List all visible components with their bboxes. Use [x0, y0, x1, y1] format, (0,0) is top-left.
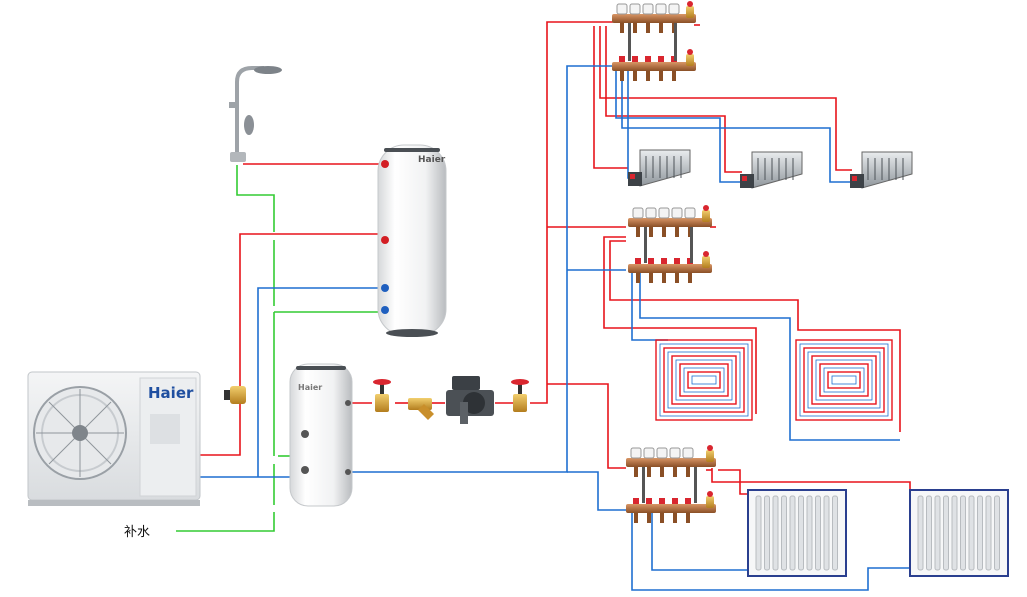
buffer-tank-brand: Haier [298, 383, 322, 392]
manifold-icon [626, 445, 716, 523]
water-heater-brand: Haier [418, 155, 446, 165]
y-strainer-icon [408, 398, 434, 420]
shower-icon [229, 66, 282, 162]
radiator-icon [909, 489, 1009, 577]
supply-pipes [200, 21, 911, 495]
manifold-icon [612, 1, 696, 81]
manifold-icon [628, 205, 712, 283]
outdoor-heat-pump-icon: Haier [27, 371, 201, 506]
cold-water-pipes [176, 165, 385, 532]
water-heater-icon: Haier [377, 144, 447, 337]
makeup-water-label: 补水 [124, 525, 150, 540]
piping-network [176, 21, 912, 591]
floor-heating-coil-icon [655, 339, 753, 421]
fan-coil-icon [628, 149, 691, 187]
radiator-icon [747, 489, 847, 577]
gate-valve-icon [511, 379, 529, 412]
fan-coil-icon [740, 151, 803, 189]
gate-valve-icon [373, 379, 391, 412]
circulation-pump-icon [446, 376, 494, 424]
return-pipes [200, 65, 912, 591]
fan-coil-icon [850, 151, 913, 189]
floor-heating-coil-icon [795, 339, 893, 421]
outdoor-unit-brand: Haier [148, 384, 194, 402]
buffer-tank-icon: Haier [289, 363, 353, 507]
mixing-valve-icon [224, 386, 246, 404]
